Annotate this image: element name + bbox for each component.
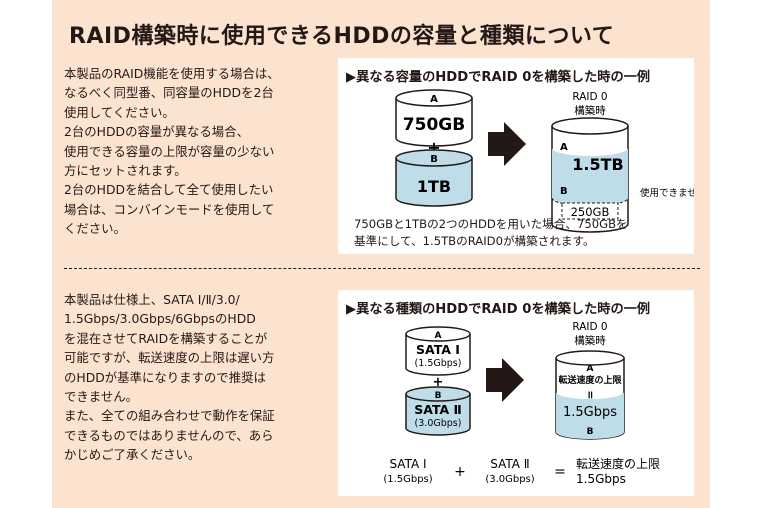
text-line: また、全ての組み合わせで動作を保証	[64, 408, 275, 424]
disk-a-label: 750GB	[403, 115, 465, 135]
text-line: できるものではありませんので、あら	[64, 427, 274, 443]
disk-b-letter: B	[435, 391, 442, 401]
result-limit: 転送速度の上限	[558, 374, 622, 386]
text-line: ください。	[64, 221, 126, 237]
type-diagram-heading: ▶異なる種類のHDDでRAID 0を構築した時の一例	[346, 302, 651, 317]
type-diagram: A SATA Ⅰ (1.5Gbps) + B SATA Ⅱ (3.0Gbps) …	[383, 321, 660, 486]
text-line: 本製品のRAID機能を使用する場合は、	[64, 66, 280, 81]
disk-a-label: SATA Ⅰ	[416, 342, 460, 357]
raid-label-line2: 構築時	[574, 104, 606, 117]
text-line: 場合は、コンバインモードを使用して	[64, 201, 275, 217]
text-line: 2台のHDDの容量が異なる場合、	[64, 124, 249, 140]
result-a-letter: A	[587, 364, 594, 374]
arrow-right-icon	[486, 358, 524, 402]
result-a-letter: A	[560, 142, 568, 153]
formula-result: 転送速度の上限	[576, 456, 660, 471]
text-line: 可能ですが、転送速度の上限は遅い方	[64, 350, 275, 366]
section-divider	[64, 268, 700, 269]
unused-label: 250GB	[571, 205, 610, 219]
raid-result-disk-icon: A 1.5TB B 250GB	[551, 117, 629, 233]
capacity-diagram-heading: ▶異なる容量のHDDでRAID 0を構築した時の一例	[346, 70, 651, 85]
result-b-letter: B	[560, 186, 568, 197]
text-line: 方にセットされます。	[64, 162, 187, 178]
text-line: できません。	[64, 388, 138, 404]
formula-result-speed: 1.5Gbps	[576, 472, 626, 486]
speed-formula: SATA Ⅰ (1.5Gbps) + SATA Ⅱ (3.0Gbps) = 転送…	[383, 456, 660, 486]
disk-b-label: 1TB	[417, 177, 451, 196]
text-line: 本製品は仕様上、SATA Ⅰ/Ⅱ/3.0/	[64, 292, 240, 307]
caption-line: 基準にして、1.5TBのRAID0が構築されます。	[354, 234, 595, 248]
text-line: 1.5Gbps/3.0Gbps/6GbpsのHDD	[64, 311, 256, 327]
formula-term2-speed: (3.0Gbps)	[485, 474, 534, 485]
disk-a-speed: (1.5Gbps)	[415, 358, 462, 369]
unused-note: 使用できません	[640, 187, 694, 199]
raid-label-line1: RAID 0	[572, 91, 607, 103]
formula-term2: SATA Ⅱ	[490, 457, 529, 471]
disk-b-label: SATA Ⅱ	[414, 402, 462, 417]
capacity-diagram: A 750GB + B 1TB RAID 0 構築時 A	[395, 89, 694, 233]
disk-a-icon: A 750GB	[395, 89, 473, 147]
disk-b-icon: B 1TB	[395, 149, 473, 207]
caption-line: 750GBと1TBの2つのHDDを用いた場合、750GBを	[354, 217, 628, 231]
disk-a-letter: A	[430, 94, 438, 105]
raid-result-disk-icon: A 転送速度の上限 = 1.5Gbps B	[555, 350, 625, 440]
raid-label-line2: 構築時	[574, 334, 606, 347]
formula-term1-speed: (1.5Gbps)	[383, 474, 432, 485]
page-background: RAID構築時に使用できるHDDの容量と種類について 本製品のRAID機能を使用…	[52, 0, 710, 508]
text-line: 使用できる容量の上限が容量の少ない	[64, 143, 275, 159]
disk-b-speed: (3.0Gbps)	[415, 418, 462, 429]
disk-b-letter: B	[430, 154, 438, 165]
text-line: 2台のHDDを結合して全て使用したい	[64, 182, 274, 198]
capacity-caption: 750GBと1TBの2つのHDDを用いた場合、750GBを 基準にして、1.5T…	[354, 216, 628, 250]
disk-a-icon: A SATA Ⅰ (1.5Gbps)	[405, 326, 471, 376]
section1-paragraph: 本製品のRAID機能を使用する場合は、 なるべく同型番、同容量のHDDを2台 使…	[64, 64, 280, 239]
disk-b-icon: B SATA Ⅱ (3.0Gbps)	[405, 386, 471, 436]
text-line: 使用してください。	[64, 104, 175, 120]
result-speed: 1.5Gbps	[563, 405, 617, 420]
page-title: RAID構築時に使用できるHDDの容量と種類について	[69, 24, 615, 49]
formula-equals: =	[554, 464, 566, 480]
text-line: のHDDが基準になりますので推奨は	[64, 369, 266, 385]
formula-plus: +	[454, 464, 466, 480]
text-line: なるべく同型番、同容量のHDDを2台	[64, 85, 274, 101]
result-b-letter: B	[587, 427, 594, 437]
text-line: を混在させてRAIDを構築することが	[64, 330, 268, 346]
result-equals: =	[584, 390, 597, 399]
plus-sign: +	[433, 375, 444, 390]
type-diagram-panel: ▶異なる種類のHDDでRAID 0を構築した時の一例 A SATA Ⅰ (1.5…	[338, 290, 694, 496]
text-line: かじめご了承ください。	[64, 447, 201, 463]
capacity-diagram-panel: ▶異なる容量のHDDでRAID 0を構築した時の一例 A 750GB + B 1…	[338, 58, 694, 254]
formula-term1: SATA Ⅰ	[389, 457, 426, 471]
raid-label-line1: RAID 0	[572, 321, 607, 333]
disk-a-letter: A	[435, 331, 442, 341]
section2-paragraph: 本製品は仕様上、SATA Ⅰ/Ⅱ/3.0/ 1.5Gbps/3.0Gbps/6G…	[64, 290, 275, 465]
arrow-right-icon	[488, 122, 526, 166]
result-label: 1.5TB	[572, 155, 623, 174]
